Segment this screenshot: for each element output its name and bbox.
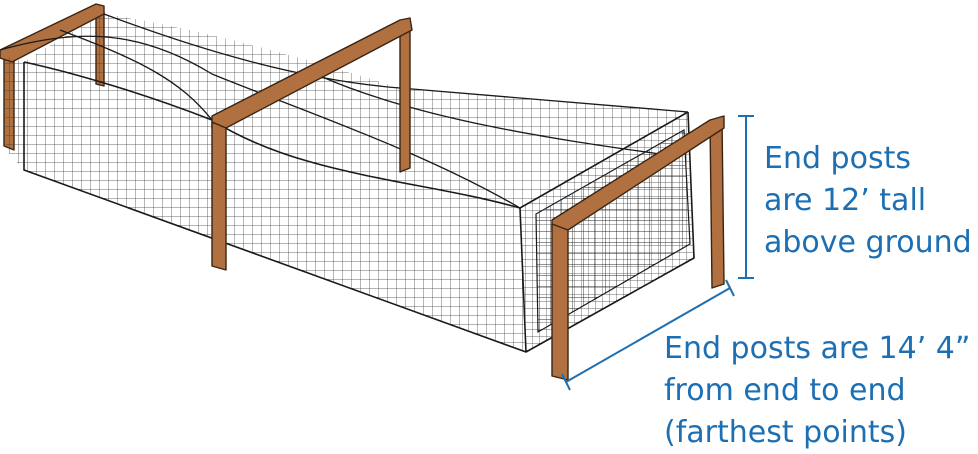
length-dimension-bracket [561, 279, 735, 391]
end-net-panel [535, 128, 691, 334]
near-back-post [709, 117, 725, 289]
net-side-wall [24, 62, 526, 352]
net-roof [24, 14, 688, 208]
height-dimension-bracket [738, 115, 754, 279]
height-annotation: End posts are 12’ tall above ground [764, 141, 972, 260]
near-front-post [551, 223, 569, 381]
middle-post-frame [211, 17, 413, 271]
length-annotation: End posts are 14’ 4” from end to end (fa… [664, 331, 970, 450]
length-annotation-line-2: from end to end [664, 373, 906, 408]
middle-front-post [211, 121, 227, 271]
height-annotation-line-1: End posts [764, 141, 911, 176]
height-annotation-line-3: above ground [764, 225, 972, 260]
near-end-post-frame [551, 115, 725, 381]
length-annotation-line-3: (farthest points) [664, 415, 907, 450]
length-annotation-line-1: End posts are 14’ 4” [664, 331, 970, 366]
middle-back-post [399, 21, 411, 173]
height-annotation-line-2: are 12’ tall [764, 183, 926, 218]
net-far-face [4, 56, 24, 170]
